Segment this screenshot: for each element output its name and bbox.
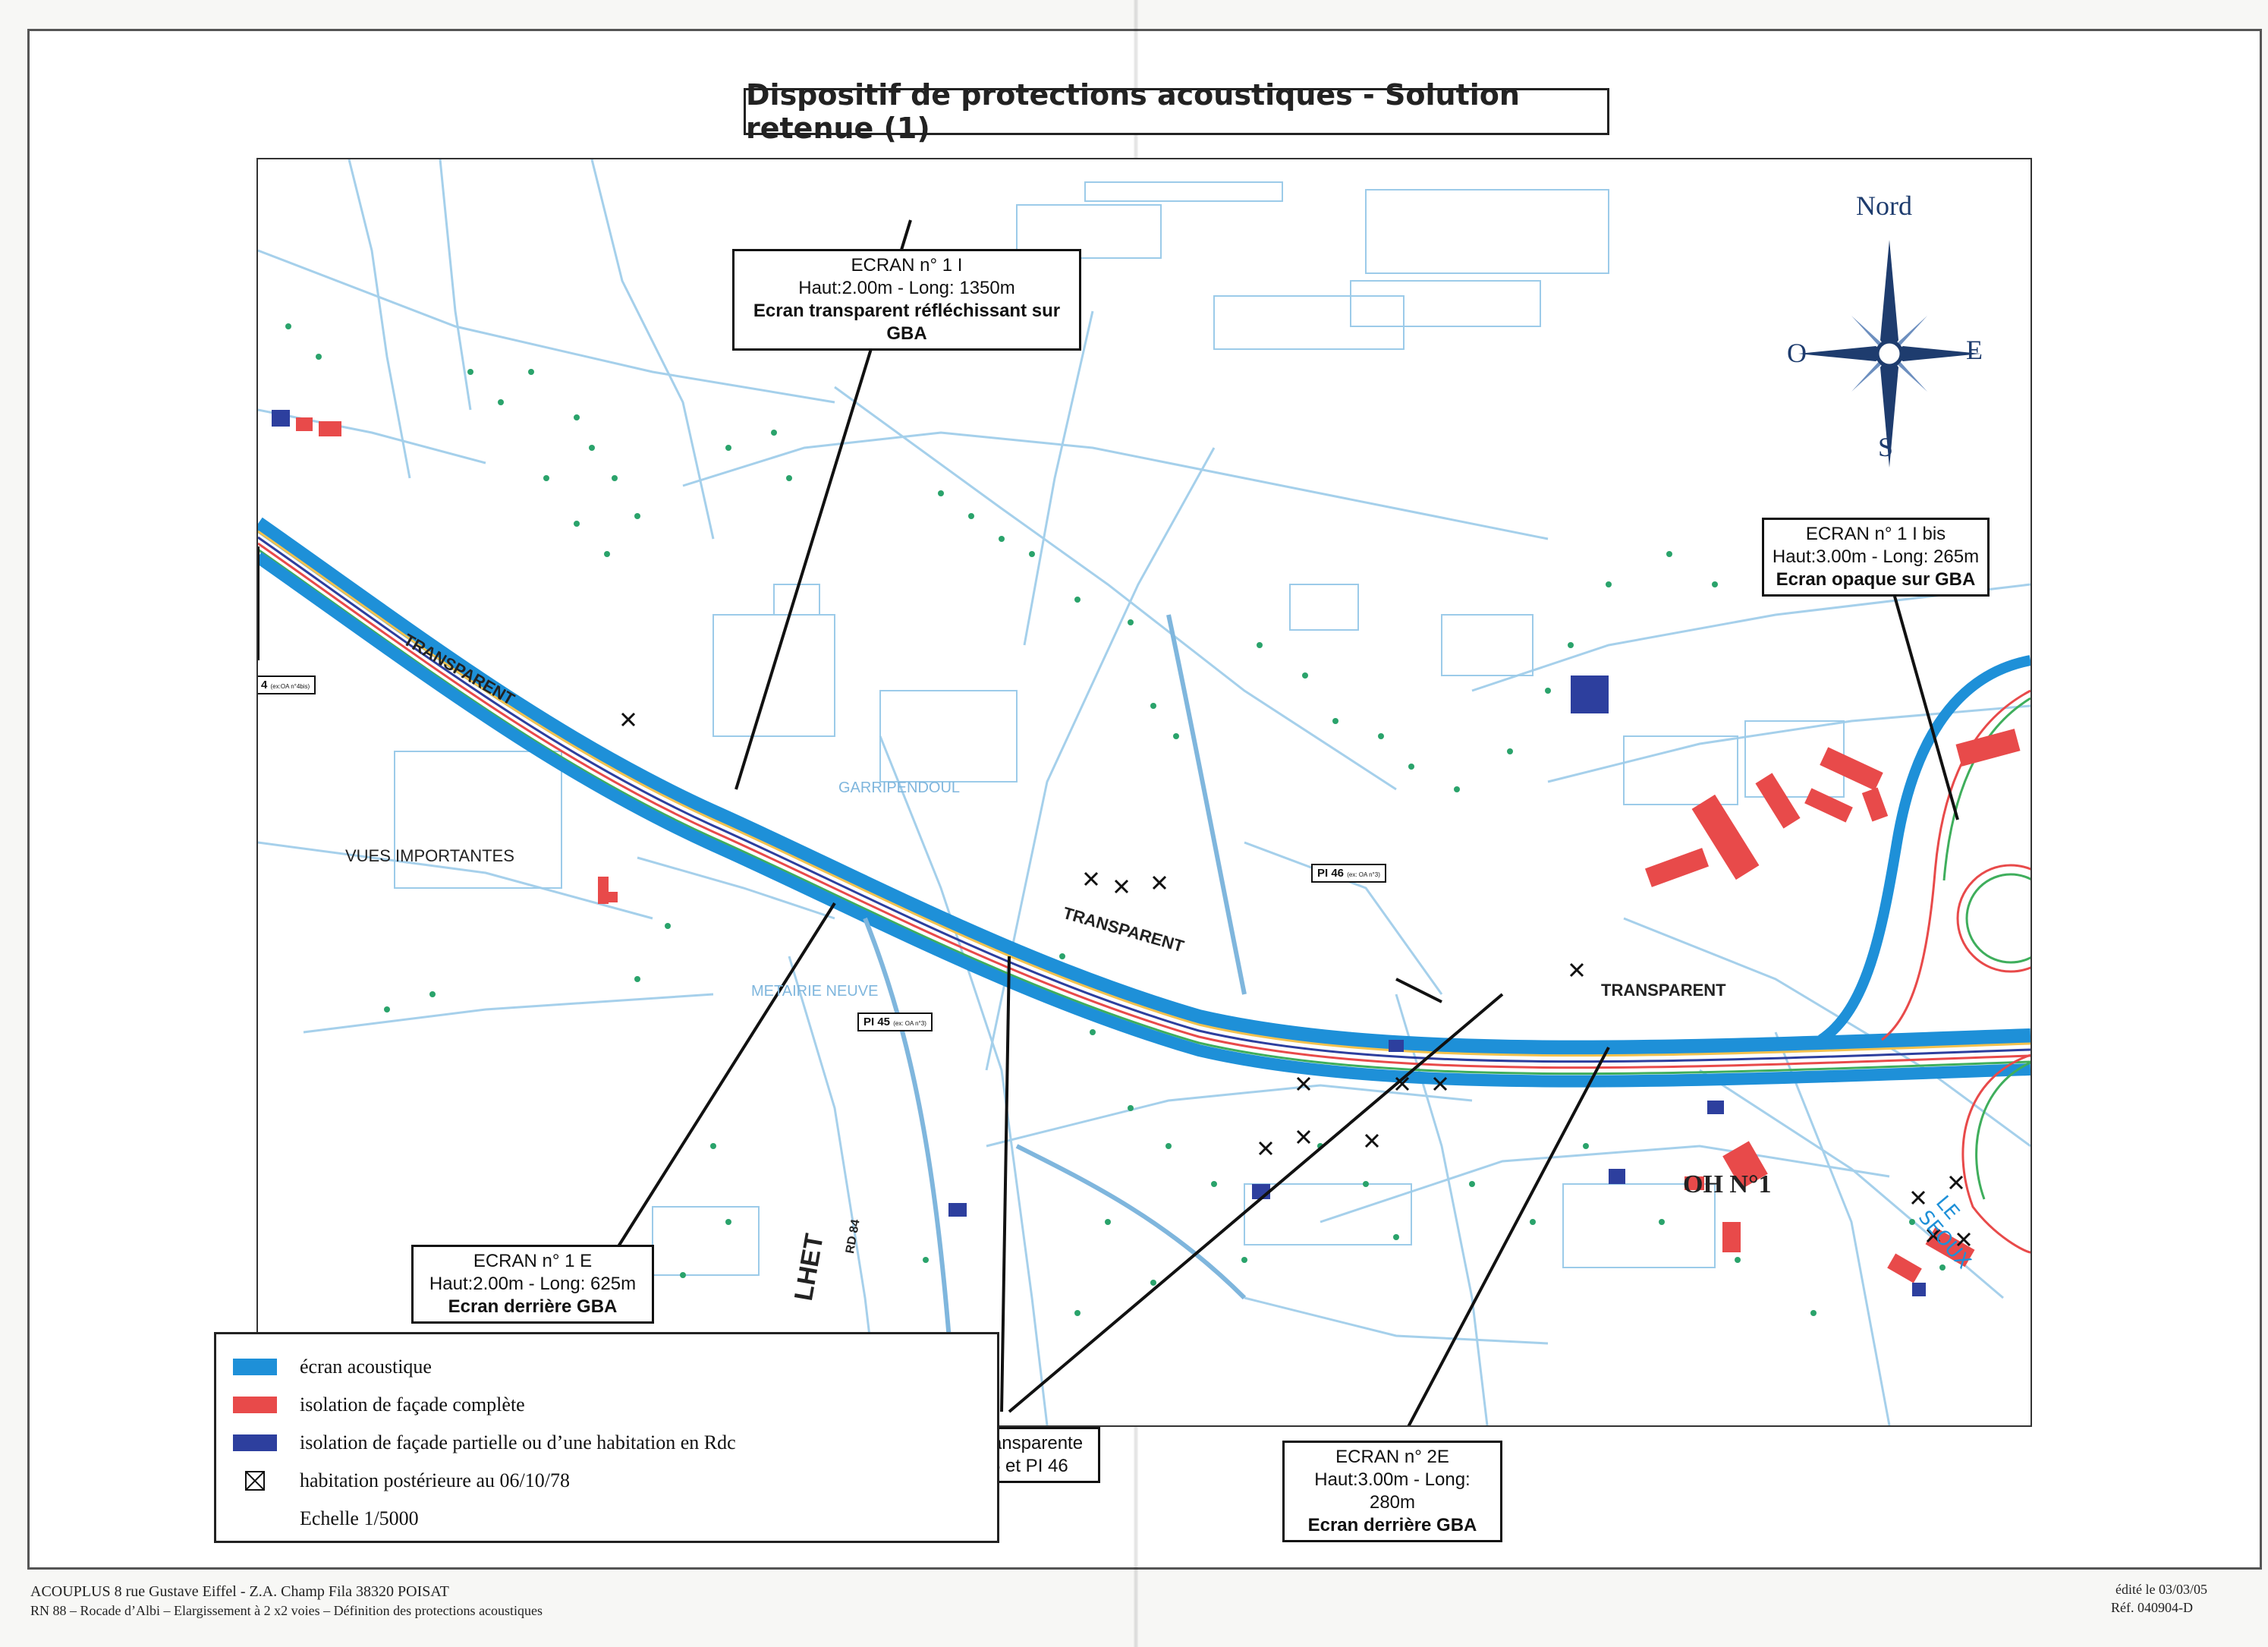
compass-south: S <box>1878 432 1894 462</box>
post-1978-habitations <box>621 712 1971 1247</box>
rn88-road <box>258 517 2031 1088</box>
ecran-1e-dims: Haut:2.00m - Long: 625m <box>429 1274 637 1294</box>
facade-partial <box>272 410 1926 1296</box>
ecran-1ibis-title: ECRAN n° 1 I bis <box>1805 524 1946 544</box>
legend-item-facade-complete: isolation de façade complète <box>233 1393 525 1416</box>
compass-rose-drawing <box>1798 240 1980 468</box>
transparent-label-east: TRANSPARENT <box>1601 981 1726 1000</box>
interchange <box>1817 655 2031 1254</box>
ecran-1ibis-type: Ecran opaque sur GBA <box>1776 569 1976 590</box>
facade-complete-swatch <box>233 1397 277 1413</box>
legend-screen-label: écran acoustique <box>300 1356 432 1378</box>
facade-complete <box>296 417 2021 1283</box>
ecran-1ibis-callout[interactable]: ECRAN n° 1 I bis Haut:3.00m - Long: 265m… <box>1762 518 1990 597</box>
ecran-1i-callout[interactable]: ECRAN n° 1 I Haut:2.00m - Long: 1350m Ec… <box>732 249 1081 351</box>
ecran-1e-callout[interactable]: ECRAN n° 1 E Haut:2.00m - Long: 625m Ecr… <box>411 1245 654 1324</box>
pi45-tag[interactable]: PI 45 (ex: OA n°3) <box>857 1012 933 1031</box>
compass-east: E <box>1966 335 1983 365</box>
footer-project: RN 88 – Rocade d’Albi – Elargissement à … <box>30 1603 543 1618</box>
pi46-tag[interactable]: PI 46 (ex: OA n°3) <box>1311 864 1386 883</box>
legend-facade-complete-label: isolation de façade complète <box>300 1393 525 1416</box>
garripendoul-label: GARRIPENDOUL <box>838 779 961 796</box>
facade-partial-swatch <box>233 1434 277 1451</box>
pi44-label: 4 <box>261 679 268 691</box>
street-network <box>258 159 2031 1425</box>
pi45-label: PI 45 <box>863 1016 891 1028</box>
ecran-2e-title: ECRAN n° 2E <box>1335 1447 1449 1467</box>
acoustic-screen-north <box>258 517 2031 1056</box>
building-blocks <box>394 181 1845 1276</box>
footer-edited: édité le 03/03/05 <box>2115 1582 2207 1597</box>
ecran-1i-title: ECRAN n° 1 I <box>851 255 963 276</box>
ecran-2e-callout[interactable]: ECRAN n° 2E Haut:3.00m - Long: 280m Ecra… <box>1282 1441 1502 1542</box>
pi45-sub: (ex: OA n°3) <box>893 1020 926 1027</box>
legend-item-facade-partial: isolation de façade partielle ou d’une h… <box>233 1431 736 1454</box>
legend-item-post-1978: habitation postérieure au 06/10/78 <box>233 1469 570 1492</box>
pi44-sub: (ex:OA n°4bis) <box>270 683 310 690</box>
compass-west: O <box>1787 338 1807 368</box>
ecran-2e-type: Ecran derrière GBA <box>1307 1515 1477 1535</box>
pi46-label: PI 46 <box>1317 867 1345 880</box>
map-title: Dispositif de protections acoustiques - … <box>744 78 1609 145</box>
ecran-2e-dims: Haut:3.00m - Long: 280m <box>1314 1469 1471 1513</box>
compass-north: Nord <box>1856 191 1912 221</box>
footer-ref: Réf. 040904-D <box>2111 1600 2193 1615</box>
footer-company: ACOUPLUS 8 rue Gustave Eiffel - Z.A. Cha… <box>30 1583 449 1600</box>
vues-importantes-label: VUES IMPORTANTES <box>345 846 514 865</box>
legend-scale: Echelle 1/5000 <box>300 1507 419 1529</box>
cross-box-icon <box>245 1471 265 1491</box>
pi46-sub: (ex: OA n°3) <box>1347 871 1380 878</box>
map-area[interactable]: TRANSPARENT TRANSPARENT TRANSPARENT VUES… <box>256 158 2032 1427</box>
legend-post-1978-label: habitation postérieure au 06/10/78 <box>300 1469 570 1491</box>
map-legend: écran acoustique isolation de façade com… <box>214 1332 999 1543</box>
ecran-1ibis-dims: Haut:3.00m - Long: 265m <box>1772 546 1980 567</box>
map-drawing <box>258 159 2031 1425</box>
ecran-1e-type: Ecran derrière GBA <box>448 1296 618 1317</box>
ecran-1i-dims: Haut:2.00m - Long: 1350m <box>798 278 1015 298</box>
screen-swatch <box>233 1359 277 1375</box>
ecran-1e-title: ECRAN n° 1 E <box>473 1251 593 1271</box>
ecran-1i-type: Ecran transparent réfléchissant sur GBA <box>753 301 1061 344</box>
oh-n1-label: OH N°1 <box>1683 1170 1772 1198</box>
pi44-tag[interactable]: 4 (ex:OA n°4bis) <box>258 675 316 694</box>
metairie-neuve-label: METAIRIE NEUVE <box>751 983 879 1000</box>
leader-lines <box>258 219 1959 1425</box>
legend-item-screen: écran acoustique <box>233 1356 432 1378</box>
acoustic-screen-south <box>258 552 2031 1088</box>
legend-facade-partial-label: isolation de façade partielle ou d’une h… <box>300 1431 736 1453</box>
